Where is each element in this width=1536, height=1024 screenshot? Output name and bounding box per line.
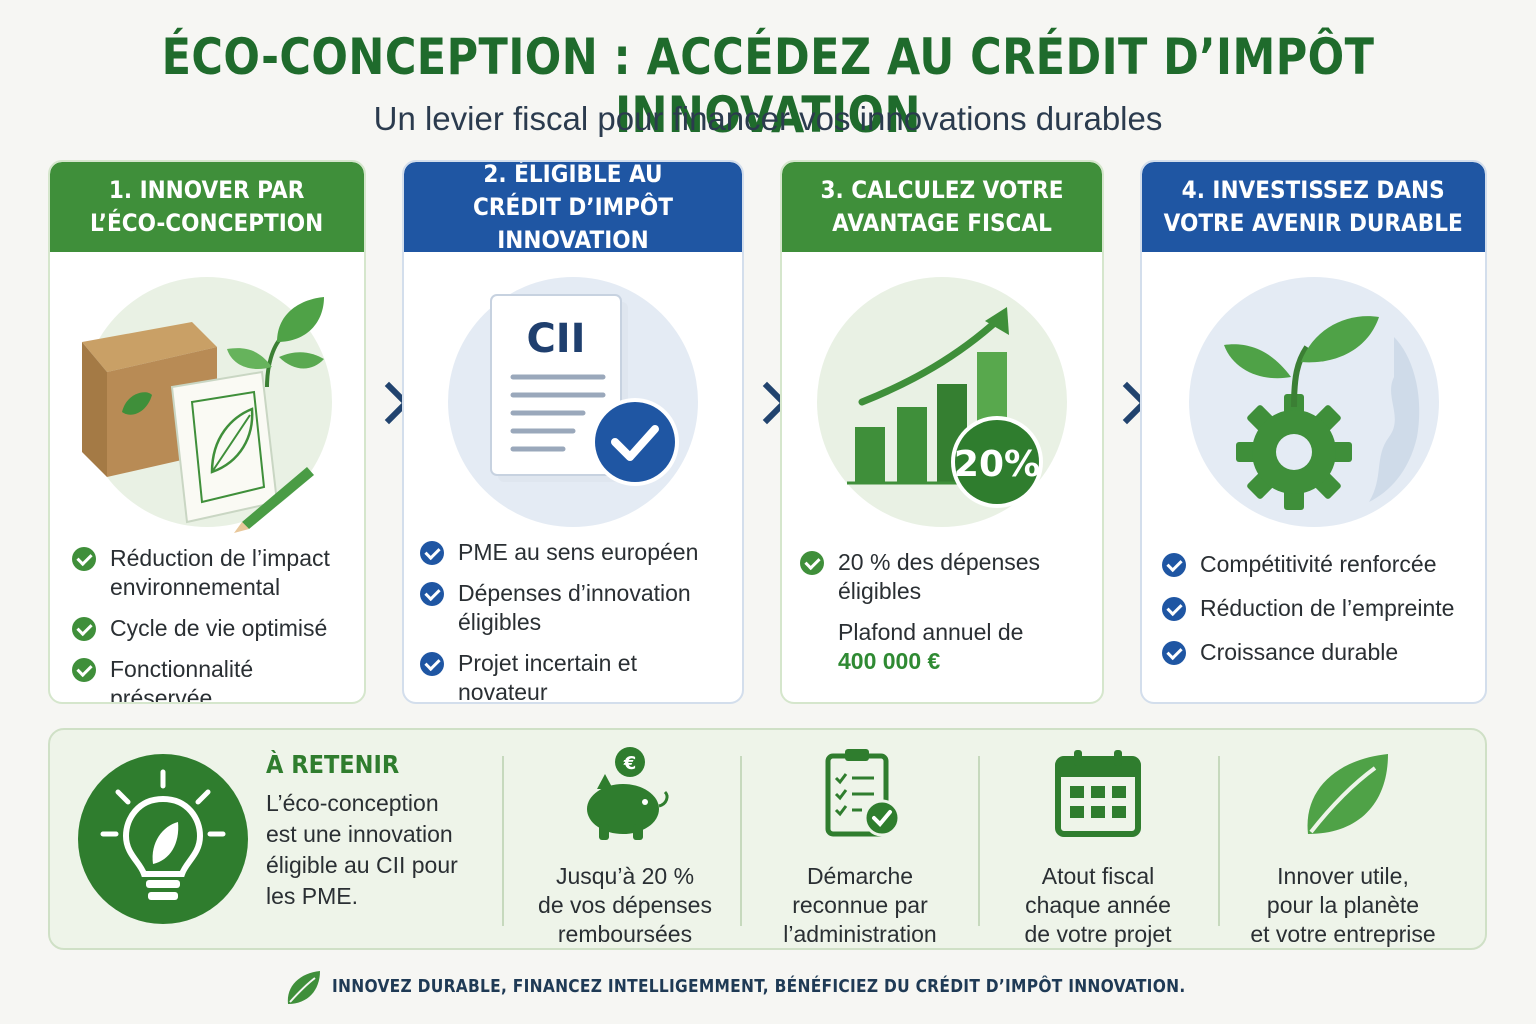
chevron-right-icon (752, 380, 782, 426)
step-4-list: Compétitivité renforcée Réduction de l’e… (1162, 550, 1475, 679)
chevron-right-icon (1112, 380, 1142, 426)
percent-badge-icon: 20% (951, 416, 1043, 508)
cap-value: 400 000 € (838, 648, 941, 674)
piggy-bank-icon: € (575, 744, 675, 844)
feature-planet: Innover utile, pour la planète et votre … (1230, 744, 1456, 947)
growth-chart-illustration: 20% (817, 277, 1067, 527)
calendar-icon (1048, 744, 1148, 844)
check-icon (72, 547, 96, 571)
sketch-sheet-icon (170, 370, 279, 524)
check-icon (1162, 641, 1186, 665)
step-3-list: 20 % des dépenses éligibles Plafond annu… (800, 548, 1092, 676)
check-icon (420, 582, 444, 606)
check-badge-icon (591, 398, 679, 486)
page-title: ÉCO-CONCEPTION : ACCÉDEZ AU CRÉDIT D’IMP… (161, 28, 1375, 144)
feature-recognized: Démarche reconnue par l’administration (760, 744, 960, 947)
trend-arrow-icon (858, 307, 1009, 406)
list-item: Réduction de l’impact environnemental (72, 544, 354, 602)
footer-text: INNOVEZ DURABLE, FINANCEZ INTELLIGEMMENT… (332, 976, 1186, 997)
svg-text:€: € (623, 753, 637, 774)
divider (502, 756, 504, 926)
feature-yearly: Atout fiscal chaque année de votre proje… (998, 744, 1198, 947)
clipboard-check-icon (810, 744, 910, 844)
page-subtitle: Un levier fiscal pour financer vos innov… (373, 100, 1163, 137)
list-item: Réduction de l’empreinte (1162, 594, 1475, 623)
list-item: Cycle de vie optimisé (72, 614, 354, 643)
step-card-header: 4. INVESTISSEZ DANS VOTRE AVENIR DURABLE (1142, 162, 1485, 252)
svg-text:CII: CII (526, 316, 585, 362)
takeaways-title: À RETENIR (266, 750, 400, 779)
eco-design-illustration (82, 277, 332, 533)
step-card-tax-benefit: 3. CALCULEZ VOTRE AVANTAGE FISCAL 20% 20… (780, 160, 1104, 704)
footer-tagline: INNOVEZ DURABLE, FINANCEZ INTELLIGEMMENT… (284, 970, 1224, 1006)
cii-document-illustration: CII (448, 277, 698, 527)
check-icon (1162, 553, 1186, 577)
feature-reimbursement: € Jusqu’à 20 % de vos dépenses remboursé… (520, 744, 730, 947)
divider (740, 756, 742, 926)
list-item: Dépenses d’innovation éligibles (420, 579, 732, 637)
list-item: Fonctionnalité préservée (72, 655, 354, 702)
step-card-header: 3. CALCULEZ VOTRE AVANTAGE FISCAL (782, 162, 1102, 252)
globe-icon (1368, 337, 1419, 502)
check-icon (420, 652, 444, 676)
divider (1218, 756, 1220, 926)
sprout-icon (227, 297, 324, 388)
gear-sprout-illustration (1188, 277, 1439, 527)
pencil-icon (234, 467, 314, 533)
step-card-header: 1. INNOVER PAR L’ÉCO-CONCEPTION (50, 162, 364, 252)
key-takeaways-panel: À RETENIR L’éco-conception est une innov… (48, 728, 1487, 950)
step-card-eligibility: 2. ÉLIGIBLE AU CRÉDIT D’IMPÔT INNOVATION… (402, 160, 744, 704)
takeaways-text: L’éco-conception est une innovation élig… (266, 790, 458, 909)
lightbulb-icon (78, 754, 248, 924)
cap-label: Plafond annuel de (838, 619, 1024, 645)
leaf-icon (287, 971, 320, 1004)
list-item: Projet incertain et novateur (420, 649, 732, 702)
check-icon (800, 551, 824, 575)
step-card-eco-design: 1. INNOVER PAR L’ÉCO-CONCEPTION (48, 160, 366, 704)
step-card-sustainable-future: 4. INVESTISSEZ DANS VOTRE AVENIR DURABLE (1140, 160, 1487, 704)
check-icon (420, 541, 444, 565)
leaf-icon (1293, 744, 1393, 844)
step-2-list: PME au sens européen Dépenses d’innovati… (420, 538, 732, 702)
step-1-list: Réduction de l’impact environnemental Cy… (72, 544, 354, 702)
list-item: Croissance durable (1162, 638, 1475, 667)
chevron-right-icon (374, 380, 404, 426)
step-card-header: 2. ÉLIGIBLE AU CRÉDIT D’IMPÔT INNOVATION (404, 162, 742, 254)
list-item: Compétitivité renforcée (1162, 550, 1475, 579)
divider (978, 756, 980, 926)
sprout-icon (1223, 316, 1379, 408)
list-item: 20 % des dépenses éligibles (800, 548, 1092, 606)
gear-icon (1235, 394, 1352, 510)
list-item: PME au sens européen (420, 538, 732, 567)
svg-text:20%: 20% (954, 444, 1040, 485)
check-icon (1162, 597, 1186, 621)
check-icon (72, 658, 96, 682)
check-icon (72, 617, 96, 641)
